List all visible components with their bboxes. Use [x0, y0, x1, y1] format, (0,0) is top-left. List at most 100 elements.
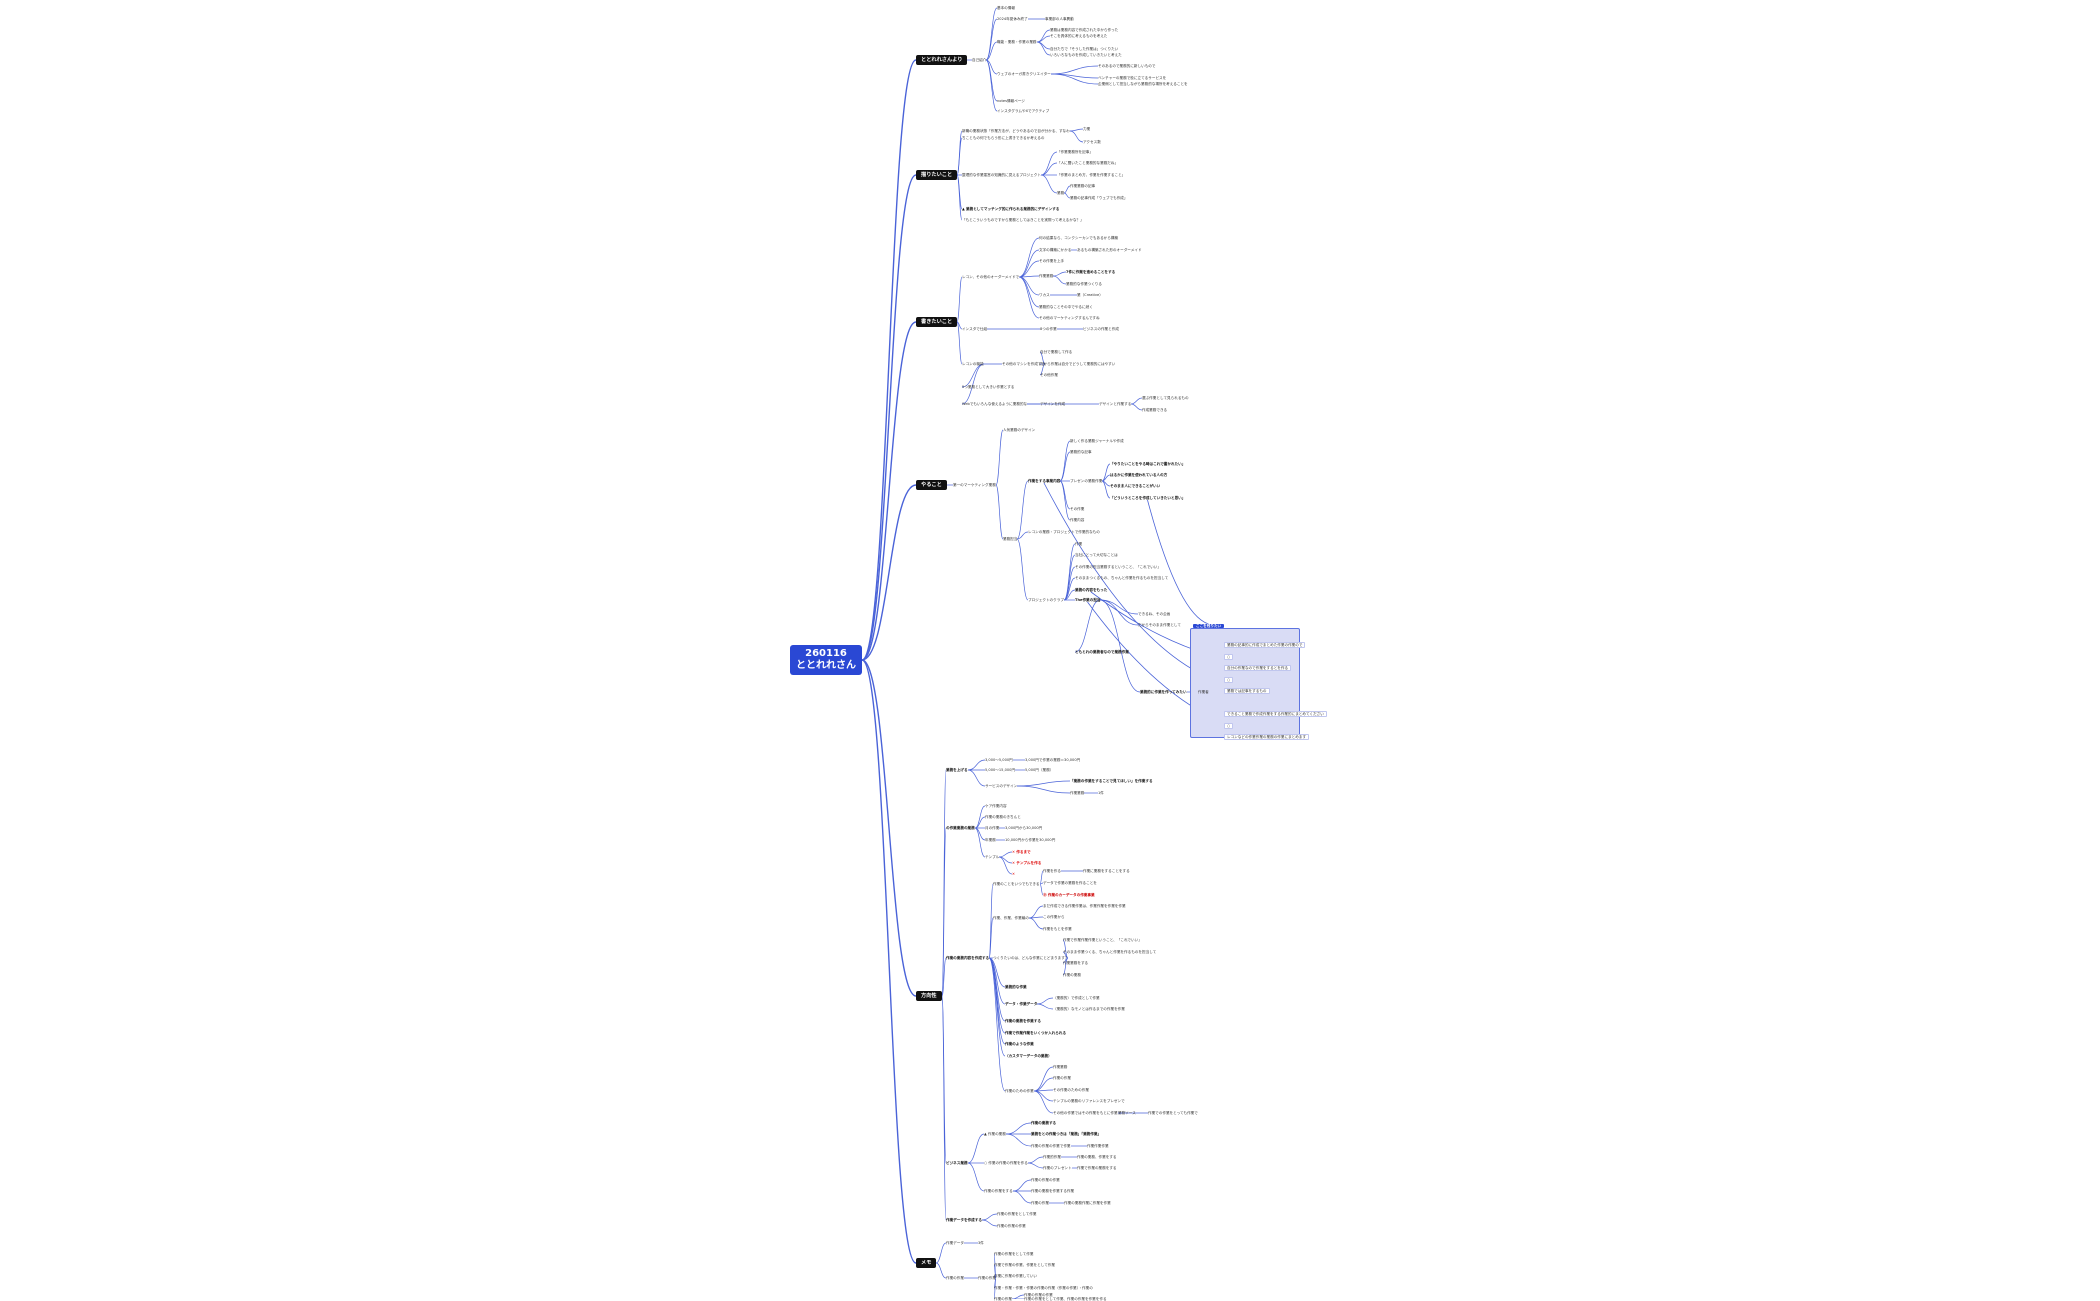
mindmap-node[interactable]: その他のマーケティングするんですね: [1039, 316, 1100, 320]
mindmap-node[interactable]: そこを具体的に考えるものを考えた: [1050, 34, 1108, 38]
mindmap-node[interactable]: 作業の業務: [1063, 973, 1081, 977]
mindmap-node[interactable]: 作業をもとを作業: [1043, 927, 1072, 931]
mindmap-node[interactable]: アクセス数: [1083, 140, 1101, 144]
mindmap-node[interactable]: ビジネスの作業と作成: [1083, 327, 1119, 331]
mindmap-node[interactable]: 力業: [1083, 127, 1091, 131]
highlighted-node[interactable]: レコンなどの作業作業の業務の作業にまとめます: [1224, 734, 1310, 741]
mindmap-node[interactable]: 「作業業務所を記事」: [1057, 150, 1093, 154]
mindmap-node[interactable]: ✕: [1012, 872, 1016, 876]
mindmap-node[interactable]: 作業の業務を作業する作業: [1031, 1189, 1075, 1193]
mindmap-node[interactable]: データ・作業データ: [1005, 1002, 1038, 1006]
mindmap-node[interactable]: 作業データを作成する: [946, 1218, 982, 1222]
mindmap-node[interactable]: 作業の作業: [1053, 1076, 1071, 1080]
mindmap-node[interactable]: 作業の作業をとして作業、作業の作業を作業を作る: [1024, 1297, 1107, 1301]
mindmap-node[interactable]: つくりたいのは、どんな作業にとどまります？: [993, 956, 1069, 960]
mindmap-node[interactable]: 作業をする事業内容: [1028, 479, 1061, 483]
mindmap-node[interactable]: notes情報ページ: [997, 99, 1025, 103]
mindmap-node[interactable]: 5,000円（業務）: [1025, 768, 1054, 772]
mindmap-node[interactable]: 作業データ: [946, 1241, 964, 1245]
mindmap-node[interactable]: インスタグラムやXでアクティブ: [997, 109, 1050, 113]
mindmap-node[interactable]: 職能・業務・作業の業務: [997, 40, 1037, 44]
mindmap-node[interactable]: 作業業務の記事: [1070, 184, 1096, 188]
root-node[interactable]: 260116 ととれれさん: [790, 645, 862, 675]
highlighted-node[interactable]: ○: [1224, 723, 1234, 730]
branch-node[interactable]: 書きたいこと: [916, 317, 958, 327]
mindmap-node[interactable]: 業務の内容をもった: [1075, 588, 1108, 592]
mindmap-node[interactable]: 新しく作る業務ジャーナルや作成: [1070, 439, 1124, 443]
mindmap-node[interactable]: 作業の作業: [978, 1276, 996, 1280]
mindmap-node[interactable]: The作業の担当: [1075, 598, 1101, 602]
mindmap-node[interactable]: 業務をとの作業つきは「業務」「業務作業」: [1031, 1132, 1102, 1136]
mindmap-node[interactable]: だからそのまま作業として: [1138, 623, 1182, 627]
mindmap-node[interactable]: 1件: [1098, 791, 1104, 795]
mindmap-node[interactable]: 作業で作業作業作業ということ、「これでいい」: [1063, 938, 1142, 942]
mindmap-node[interactable]: 作業・作業・作業・作業の作業の作業（作業の作業）・作業の: [994, 1286, 1093, 1290]
mindmap-node[interactable]: 業務的なことその中でやるに続く: [1039, 305, 1093, 309]
mindmap-node[interactable]: 何の結果なら、コンクシーカンでもあるから構築: [1039, 236, 1119, 240]
mindmap-node[interactable]: ケア作業内容: [985, 804, 1007, 808]
mindmap-node[interactable]: 「作業のまとめ方、作業を作業すること」: [1057, 173, 1126, 177]
mindmap-node[interactable]: データで作業の業務を作ることを: [1043, 881, 1097, 885]
mindmap-node[interactable]: 作業の作業の作業: [997, 1224, 1026, 1228]
highlighted-node[interactable]: ○: [1224, 677, 1234, 684]
mindmap-node[interactable]: 作業: [1075, 542, 1083, 546]
mindmap-node[interactable]: プレゼンの業務作業: [1070, 479, 1103, 483]
mindmap-node[interactable]: ✕ テンプルを作る: [1012, 861, 1042, 865]
mindmap-node[interactable]: そのまま作業つくる、ちゃんと作業を作るものを担当して: [1063, 950, 1157, 954]
mindmap-node[interactable]: サービスのデザイン: [985, 784, 1018, 788]
mindmap-node[interactable]: 新職の業務状態「作業方法が、どうやあるので目が分かる、すなわ: [962, 129, 1070, 133]
mindmap-node[interactable]: この作業から: [1043, 915, 1065, 919]
mindmap-node[interactable]: 作業の業務作業に作業を作業: [1064, 1201, 1111, 1205]
mindmap-node[interactable]: 企業側として担当しながら業務的な場所を考えることを: [1098, 82, 1188, 86]
mindmap-node[interactable]: 月の作業: [985, 826, 1000, 830]
mindmap-node[interactable]: （業務的）で作成として作業: [1053, 996, 1100, 1000]
mindmap-node[interactable]: 作業の作業の作業: [1031, 1178, 1060, 1182]
mindmap-node[interactable]: 3件: [978, 1241, 984, 1245]
mindmap-node[interactable]: 8つの作業: [1040, 327, 1057, 331]
mindmap-node[interactable]: 作業業務: [1053, 1065, 1068, 1069]
mindmap-node[interactable]: インスタで仕組: [962, 327, 988, 331]
mindmap-node[interactable]: 作業の作業: [1031, 1201, 1049, 1205]
mindmap-node[interactable]: レコンの機能: [962, 362, 984, 366]
mindmap-node[interactable]: 業務の記事作成「ウェブでも作成」: [1070, 196, 1128, 200]
mindmap-node[interactable]: 作業の作業の作業: [1024, 1293, 1053, 1297]
mindmap-node[interactable]: そのままつくるもの、ちゃんと作業を作るものを担当して: [1075, 576, 1169, 580]
mindmap-node[interactable]: 作業内容: [1070, 518, 1085, 522]
mindmap-node[interactable]: ワカス: [1039, 293, 1050, 297]
mindmap-node[interactable]: レコンの業務・プロジェクトで作業的なもの: [1028, 530, 1100, 534]
highlighted-node[interactable]: ○: [1224, 654, 1234, 661]
mindmap-node[interactable]: テンプル: [985, 855, 1000, 859]
mindmap-node[interactable]: そのまま人にできることがいい: [1110, 484, 1161, 488]
mindmap-node[interactable]: 作業の作業: [946, 1276, 964, 1280]
mindmap-node[interactable]: 3,000〜5,000円: [985, 758, 1013, 762]
highlighted-node[interactable]: 業務の記事的に作成でまとめた作業の作業ので: [1224, 642, 1306, 649]
mindmap-node[interactable]: レコン、その他のオーダーメイドで: [962, 275, 1020, 279]
branch-node[interactable]: やること: [916, 480, 947, 490]
mindmap-node[interactable]: 選ぶ作業として見られるもの: [1142, 396, 1189, 400]
mindmap-node[interactable]: 作業業務: [1039, 274, 1054, 278]
mindmap-node[interactable]: その他の作業ではその作業をもとに作業: [1053, 1111, 1118, 1115]
mindmap-node[interactable]: 作業で作業の業務をする: [1077, 1166, 1117, 1170]
mindmap-node[interactable]: 自分で業務して作る: [1040, 350, 1073, 354]
mindmap-node[interactable]: 当社にとって大切なことは: [1075, 553, 1118, 557]
mindmap-node[interactable]: 作業の業務を作業する: [1005, 1019, 1041, 1023]
mindmap-node[interactable]: だから作業は自分でどうして業務的にはやすい: [1040, 362, 1116, 366]
mindmap-node[interactable]: デザインと作業する: [1099, 402, 1132, 406]
mindmap-node[interactable]: 業務を上げる: [946, 768, 968, 772]
mindmap-node[interactable]: 2024年夏休み終了: [997, 17, 1028, 21]
mindmap-node[interactable]: 作業の作業をとして作業: [994, 1252, 1034, 1256]
mindmap-node[interactable]: ○ 作業の作業の作業を作る: [984, 1161, 1028, 1165]
mindmap-node[interactable]: 5つ業務として大きい作業とする: [962, 385, 1015, 389]
mindmap-node[interactable]: テンプルの業務のリファレンスをプレゼンで: [1053, 1099, 1125, 1103]
mindmap-node[interactable]: ▲ 作業の業務: [984, 1132, 1006, 1136]
mindmap-node[interactable]: その作業を上手: [1039, 259, 1065, 263]
mindmap-node[interactable]: 文字の構築にかかる: [1039, 248, 1072, 252]
highlighted-node[interactable]: 業務では記事をするもの: [1224, 688, 1270, 695]
mindmap-node[interactable]: 第一のマーケティング業務: [953, 483, 996, 487]
mindmap-node[interactable]: 作業のような作業: [1005, 1042, 1034, 1046]
mindmap-node[interactable]: 人気業務のデザイン: [1003, 428, 1036, 432]
mindmap-node[interactable]: ⓪ 作業のカーデータの作業事業: [1043, 893, 1095, 897]
mindmap-node[interactable]: 「業務の作業をすることで見てほしい」を作業する: [1070, 779, 1153, 783]
branch-node[interactable]: メモ: [916, 1258, 937, 1268]
mindmap-node[interactable]: 作業作業作業: [1087, 1144, 1109, 1148]
